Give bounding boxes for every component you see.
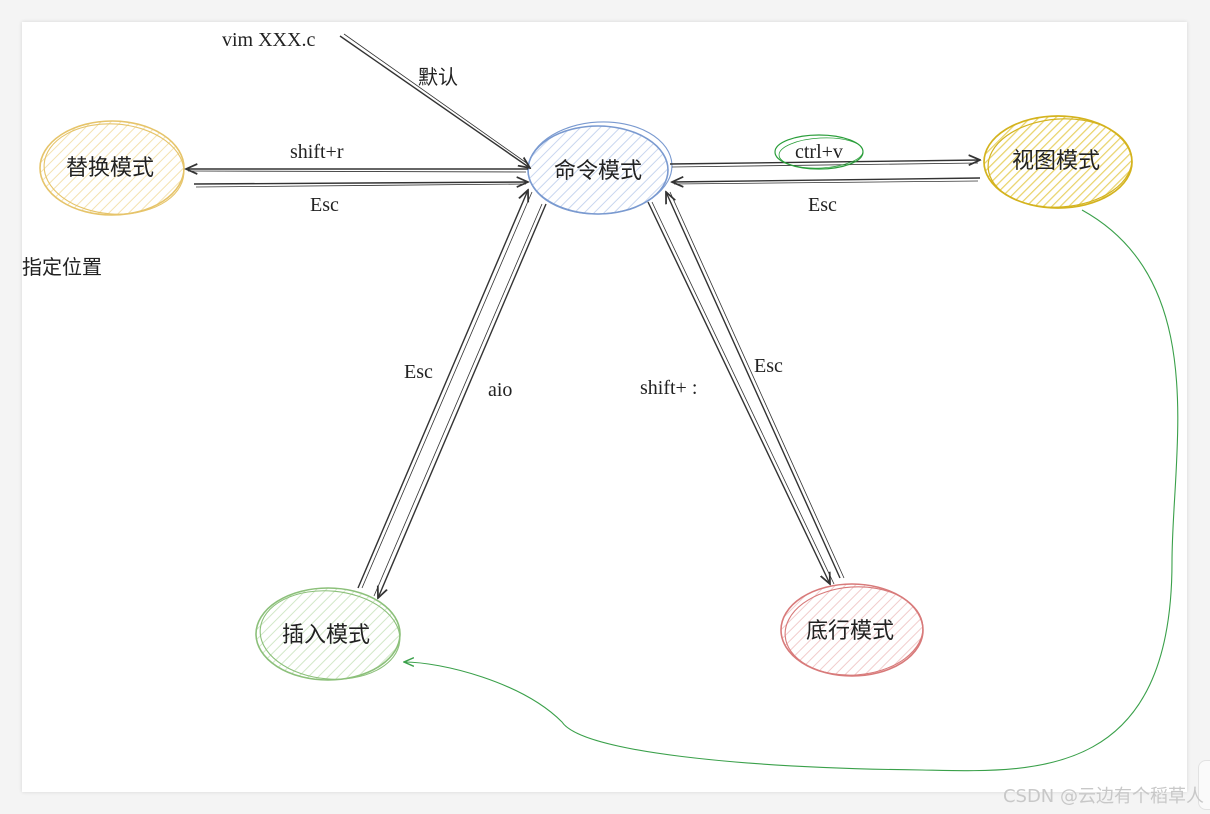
node-lastline-mode: 底行模式 (780, 583, 924, 677)
vim-mode-diagram: 命令模式 替换模式 视图模式 插入模式 底行模式 (22, 29, 1179, 772)
edge-to-lastline-label: shift+ : (640, 377, 697, 399)
node-replace-label: 替换模式 (66, 156, 154, 181)
edge-from-lastline-label: Esc (754, 355, 783, 377)
edge-to-replace: shift+r (186, 141, 528, 172)
edge-visual-to-insert (404, 209, 1179, 772)
edge-to-visual: ctrl+v (669, 134, 980, 170)
edge-from-insert-label: Esc (404, 361, 433, 383)
edge-start-label: vim XXX.c (222, 29, 315, 51)
edge-from-replace: Esc (193, 182, 528, 216)
annotation-specified-position: 指定位置 (22, 255, 102, 279)
edge-from-visual-label: Esc (808, 194, 837, 216)
watermark: CSDN @云边有个稻草人 (1002, 786, 1204, 807)
node-visual-mode: 视图模式 (983, 115, 1133, 209)
node-command-mode: 命令模式 (527, 121, 673, 215)
edge-from-replace-label: Esc (310, 194, 339, 216)
node-replace-mode: 替换模式 (39, 120, 185, 216)
edge-to-replace-label: shift+r (290, 141, 344, 163)
edge-to-insert-label: aio (488, 379, 512, 401)
edge-to-lastline: shift+ : (640, 201, 835, 584)
edge-default-label: 默认 (418, 65, 458, 89)
node-command-label: 命令模式 (554, 159, 642, 184)
node-insert-label: 插入模式 (282, 623, 370, 648)
node-lastline-label: 底行模式 (806, 619, 894, 644)
node-visual-label: 视图模式 (1012, 149, 1100, 174)
edge-from-insert: Esc (357, 190, 533, 589)
edge-from-visual: Esc (672, 178, 981, 216)
edge-to-insert: aio (373, 203, 547, 598)
edge-start-default: vim XXX.c 默认 (222, 29, 530, 168)
scroll-handle[interactable] (1198, 760, 1210, 810)
edge-to-visual-label: ctrl+v (795, 141, 843, 163)
diagram-canvas: 命令模式 替换模式 视图模式 插入模式 底行模式 (22, 22, 1210, 810)
node-insert-mode: 插入模式 (255, 587, 401, 681)
edge-from-lastline: Esc (666, 192, 845, 579)
